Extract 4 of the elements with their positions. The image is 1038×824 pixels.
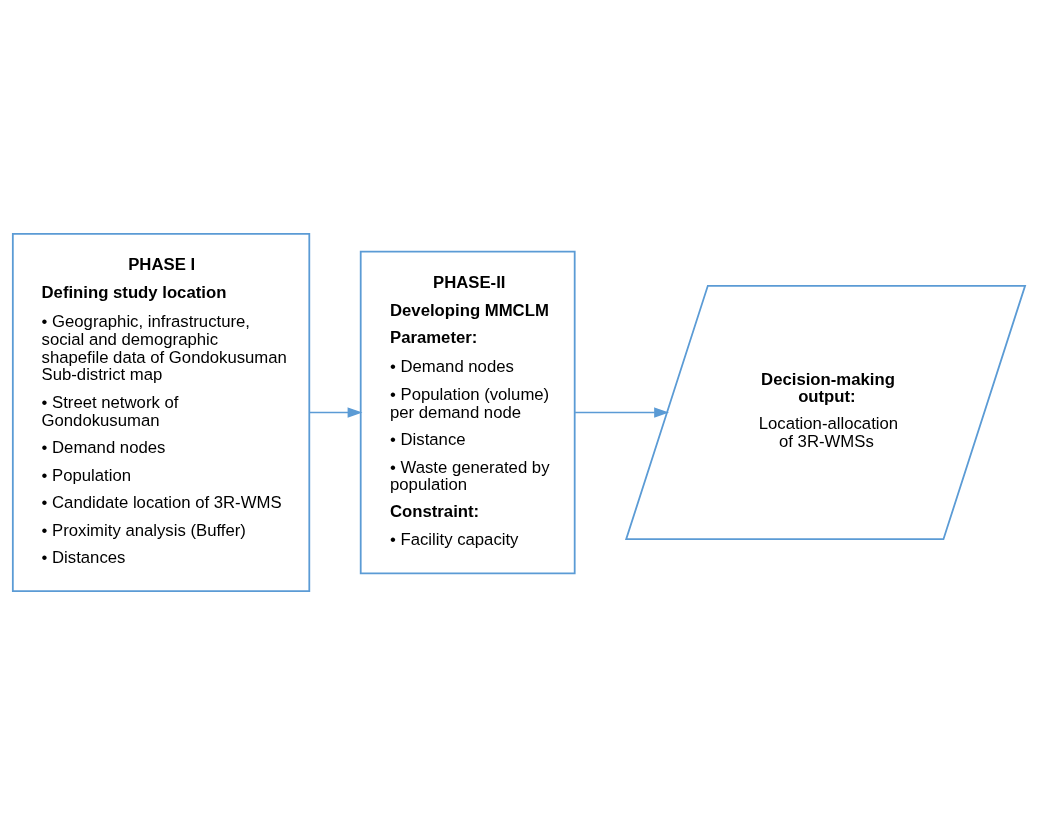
arrow — [574, 406, 669, 418]
node-box: PHASE-II Developing MMCLM Parameter: • Demand nodes • Population (volume) per demand node • Distance • Waste generated by population Constraint: • Facility capacity — [359, 250, 576, 574]
arrow — [308, 406, 363, 418]
node-box: PHASE I Defining study location • Geographic, infrastructure, social and demographic shapefile data of Gondokusuman Sub-district map • Street network of Gondokusuman • Demand nodes • Population • Candidate location of 3R-WMS • Proximity analysis (Buffer) • Distances — [11, 232, 311, 592]
